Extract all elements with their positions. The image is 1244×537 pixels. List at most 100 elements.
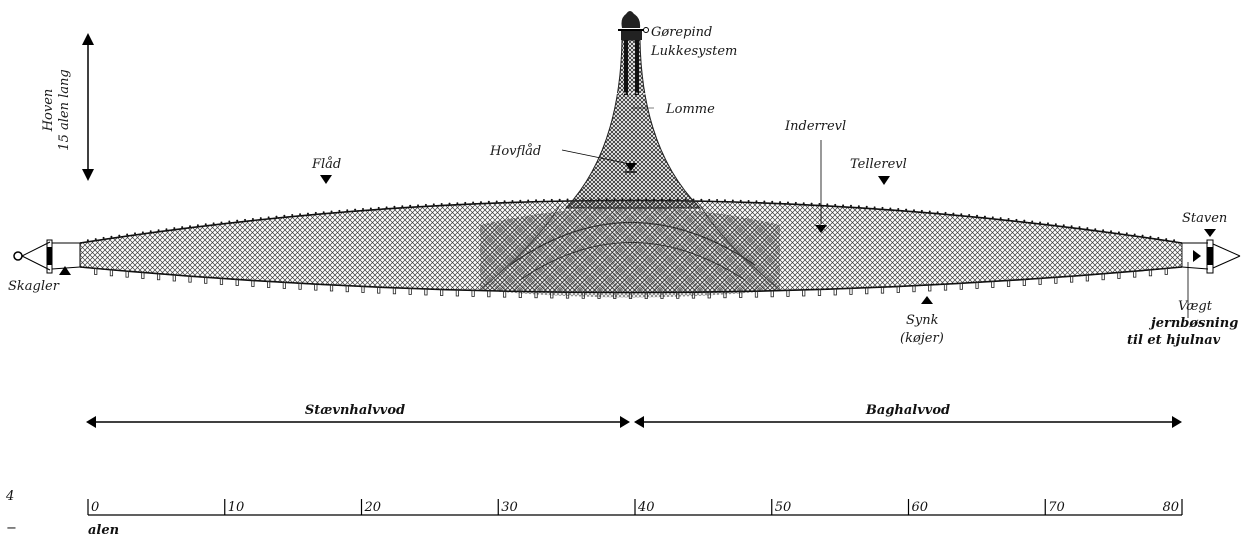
float xyxy=(928,210,931,213)
sinker xyxy=(1054,276,1058,284)
float xyxy=(393,205,396,208)
float xyxy=(873,206,876,209)
scale-tick-label: 20 xyxy=(364,500,382,515)
float xyxy=(558,198,561,201)
float xyxy=(291,214,294,217)
float xyxy=(542,199,545,202)
sinker xyxy=(581,291,585,299)
float xyxy=(527,199,530,202)
float xyxy=(299,213,302,216)
sinker xyxy=(408,288,412,295)
staven-marker xyxy=(1204,229,1216,237)
float xyxy=(700,198,703,201)
float xyxy=(134,232,137,235)
sinker xyxy=(991,281,995,288)
lukkesystem-label: Lukkesystem xyxy=(650,44,737,59)
float xyxy=(165,228,168,231)
sinker xyxy=(487,290,491,298)
front-section-label: Stævnhalvvod xyxy=(305,403,405,418)
sinker xyxy=(644,292,648,299)
float xyxy=(550,198,553,201)
float xyxy=(952,212,955,215)
sinker xyxy=(141,272,145,279)
float xyxy=(1173,239,1176,242)
sinker xyxy=(1085,274,1089,282)
sinker xyxy=(817,289,822,296)
float xyxy=(283,214,286,217)
sinker xyxy=(959,282,963,290)
gorepind-knot xyxy=(621,11,641,28)
float xyxy=(1149,235,1152,238)
float xyxy=(212,222,215,225)
sinker xyxy=(691,291,696,299)
vaegt-marker xyxy=(1193,250,1201,262)
float xyxy=(118,234,121,237)
sinker xyxy=(282,282,286,289)
float xyxy=(94,238,97,241)
float xyxy=(802,202,805,205)
float xyxy=(849,204,852,207)
float xyxy=(834,203,837,206)
left-pole xyxy=(13,239,81,274)
inderrevl-marker xyxy=(815,225,827,233)
sinker xyxy=(471,290,475,297)
inderrevl-label: Inderrevl xyxy=(784,119,846,134)
float xyxy=(126,233,129,236)
cod-end xyxy=(564,11,702,209)
float xyxy=(244,218,247,221)
float xyxy=(731,199,734,202)
float xyxy=(1110,230,1113,233)
float xyxy=(267,216,270,219)
float xyxy=(1078,226,1081,229)
float xyxy=(401,205,404,208)
right-pole xyxy=(1181,239,1241,274)
float xyxy=(865,205,868,208)
float xyxy=(976,214,979,217)
sinker xyxy=(739,291,743,298)
sinker xyxy=(1038,278,1042,285)
sinker xyxy=(628,292,633,299)
float xyxy=(1102,229,1105,232)
sinker xyxy=(1117,272,1121,279)
sinker xyxy=(251,280,255,287)
sinker xyxy=(550,291,554,299)
sinker xyxy=(94,268,98,275)
float xyxy=(771,200,774,203)
sinker xyxy=(802,289,806,297)
float xyxy=(1117,231,1120,234)
sinker xyxy=(125,270,129,278)
float xyxy=(472,201,475,204)
float xyxy=(944,211,947,214)
float xyxy=(306,212,309,215)
float xyxy=(1141,234,1144,237)
float xyxy=(503,200,506,203)
float xyxy=(881,206,884,209)
float xyxy=(440,202,443,205)
float xyxy=(1157,236,1160,239)
float xyxy=(519,199,522,202)
sinker xyxy=(833,288,837,296)
scale-tick-label: 50 xyxy=(775,500,792,515)
sinker xyxy=(1133,270,1137,278)
float xyxy=(511,199,514,202)
float xyxy=(1133,233,1136,236)
skagler-label: Skagler xyxy=(8,279,60,294)
float xyxy=(228,220,231,223)
sinker xyxy=(1164,268,1168,275)
float xyxy=(786,201,789,204)
sinker xyxy=(975,282,979,289)
float xyxy=(204,223,207,226)
sinker xyxy=(172,274,176,282)
sinker xyxy=(880,286,885,294)
float xyxy=(913,209,916,212)
sinker xyxy=(565,291,570,299)
sinker xyxy=(204,276,208,284)
sinker xyxy=(1101,273,1105,281)
float xyxy=(149,230,152,233)
float xyxy=(1062,224,1065,227)
jernbosning-label: jernbøsning xyxy=(1148,316,1238,331)
float xyxy=(495,200,498,203)
hjulnav-label: til et hjulnav xyxy=(1127,333,1221,348)
sinker xyxy=(424,288,428,296)
